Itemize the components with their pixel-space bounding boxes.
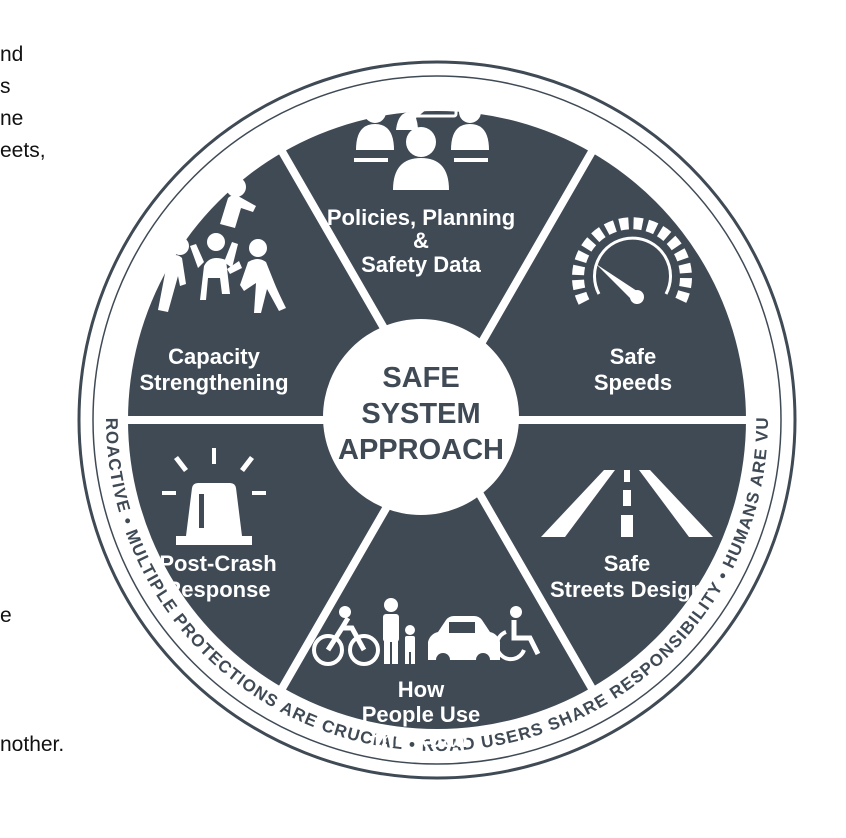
segment-speeds-label-line2: Speeds [594,370,672,395]
segment-policies-label-line3: Safety Data [361,252,482,277]
segment-speeds-label-line1: Safe [610,344,656,369]
segment-streets [437,420,746,688]
road-icon [541,470,713,537]
speedometer-icon [572,217,692,305]
segment-policies-label-line1: Policies, Planning [327,205,515,230]
meeting-presentation-icon [354,86,489,190]
pedestrian-adult-child-icon [383,598,415,664]
segment-policies [282,111,592,421]
team-pyramid-icon [158,177,286,313]
background-text-fragment: ne [0,107,24,130]
segment-streets-label-line2: Streets Design [550,577,704,602]
background-text-fragment: e [0,604,12,627]
car-icon [428,616,500,667]
cyclist-icon [312,606,380,666]
hub-title-line3: APPROACH [338,434,504,466]
emergency-light-icon [162,448,266,545]
outer-ring-inner-line [92,75,782,765]
segment-people-label-line1: How [398,677,445,702]
background-text-fragment: eets, [0,139,46,162]
segment-capacity-label-line1: Capacity [168,344,260,369]
segment-policies-label-line2: & [413,228,429,253]
segment-postcrash-label-line2: Response [165,577,270,602]
segment-streets-label-line1: Safe [604,551,650,576]
segment-capacity-label-line2: Strengthening [139,370,288,395]
road-users-icon [312,598,541,667]
background-text-fragment: s [0,75,11,98]
hub-title-line2: SYSTEM [361,398,480,430]
segment-speeds [437,152,746,420]
segment-people-label-line3: the Road [374,727,468,752]
hub-circle [323,319,519,515]
segment-postcrash-label-line1: Post-Crash [159,551,276,576]
background-text-fragment: nother. [0,733,65,756]
background-text-fragment: nd [0,43,24,66]
wheelchair-user-icon [494,606,541,662]
segment-people [282,420,592,729]
hub-title-line1: SAFE [382,362,459,394]
segment-people-label-line2: People Use [362,702,481,727]
